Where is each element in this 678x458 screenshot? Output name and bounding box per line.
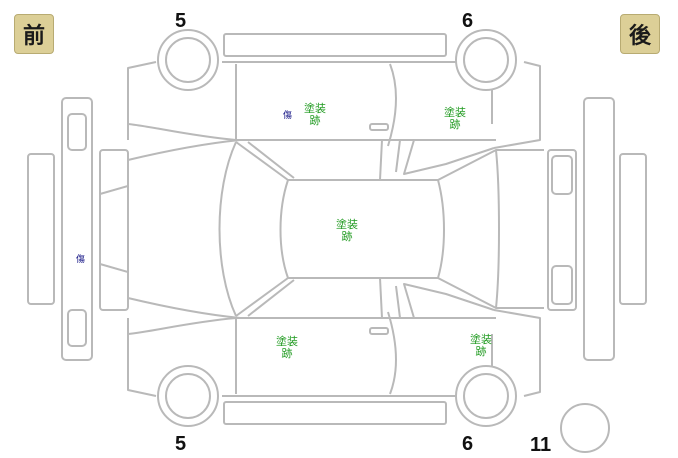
- rear-bumper: [583, 97, 615, 361]
- front-bumper-outer: [27, 153, 55, 305]
- rear-badge: 後: [620, 14, 660, 54]
- rear-lamp-top: [551, 155, 573, 195]
- wheel-number-front-bottom: 5: [175, 433, 187, 455]
- front-bumper: [61, 97, 93, 361]
- damage-mark-front-bumper: 傷: [76, 255, 86, 265]
- wheel-number-rear-top: 6: [462, 10, 474, 32]
- front-grille: [99, 149, 129, 311]
- bottom-side-body: [127, 309, 541, 397]
- rear-lamp-bottom: [551, 265, 573, 305]
- wheel-number-rear-bottom: 6: [462, 433, 474, 455]
- bottom-side-bar: [223, 401, 447, 425]
- top-side-bar: [223, 33, 447, 57]
- car-top-outline: [127, 139, 241, 319]
- roof: [279, 179, 445, 279]
- paint-mark-rear-door-bottom: 塗装 跡: [470, 333, 492, 358]
- paint-mark-rear-door-top: 塗装 跡: [444, 106, 466, 131]
- spare-tire: [560, 403, 610, 453]
- paint-mark-front-door-top: 塗装 跡: [304, 102, 326, 127]
- top-side-body: [127, 61, 541, 149]
- front-lamp-bottom: [67, 309, 87, 347]
- paint-mark-front-door-bottom: 塗装 跡: [276, 335, 298, 360]
- paint-mark-roof: 塗装 跡: [336, 218, 358, 243]
- spare-number: 11: [530, 434, 552, 456]
- rear-bumper-outer: [619, 153, 647, 305]
- front-lamp-top: [67, 113, 87, 151]
- damage-mark-front-fender: 傷: [283, 111, 293, 121]
- front-badge: 前: [14, 14, 54, 54]
- wheel-number-front-top: 5: [175, 10, 187, 32]
